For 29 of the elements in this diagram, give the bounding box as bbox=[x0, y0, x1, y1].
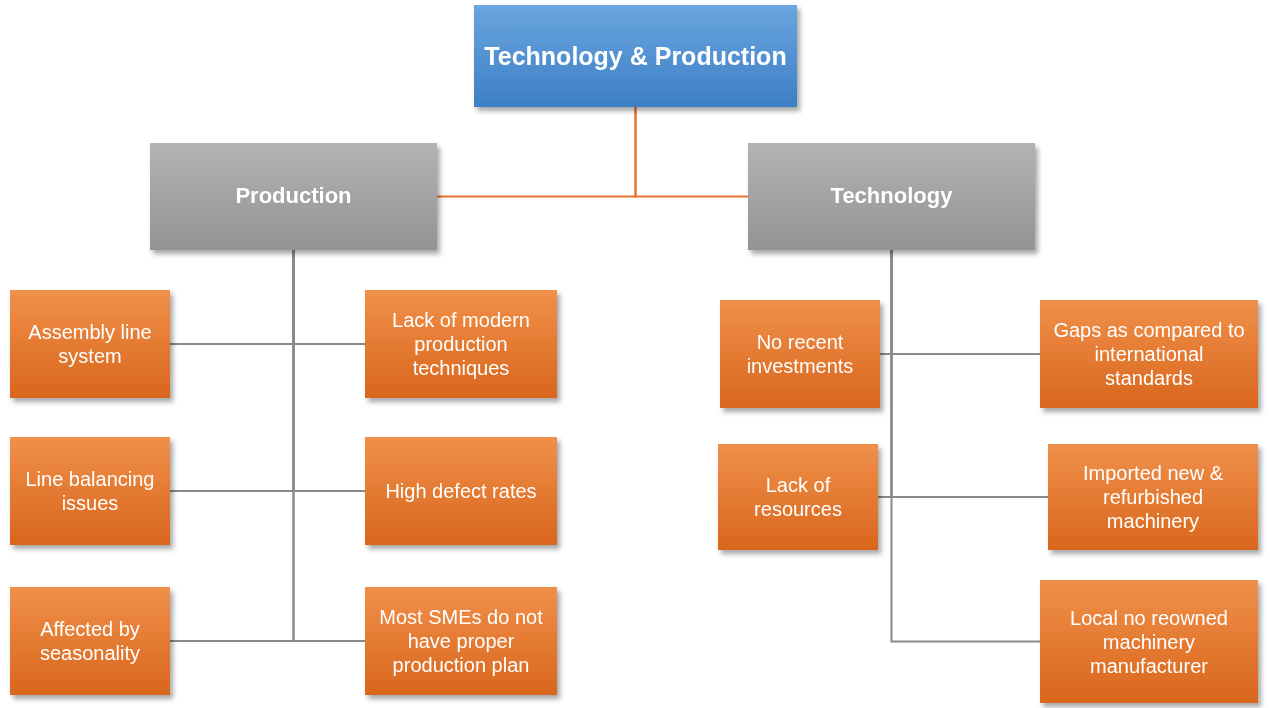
connector-line bbox=[634, 106, 749, 198]
box-label: Most SMEs do not have proper production plan bbox=[378, 605, 544, 677]
box-label: Technology bbox=[830, 183, 953, 210]
item-box bbox=[1048, 444, 1258, 550]
box-label: No recent investments bbox=[745, 330, 855, 378]
box-label: Imported new & refurbished machinery bbox=[1081, 461, 1225, 533]
item-box bbox=[365, 290, 557, 398]
box-label: High defect rates bbox=[385, 479, 537, 503]
item-box bbox=[10, 587, 170, 695]
item-box bbox=[365, 587, 557, 695]
box-label: Lack of resources bbox=[753, 473, 843, 521]
item-box bbox=[1040, 300, 1258, 408]
title-box bbox=[474, 5, 797, 107]
box-label: Affected by seasonality bbox=[38, 617, 142, 665]
item-box bbox=[718, 444, 878, 550]
box-label: Gaps as compared to international standards bbox=[1052, 318, 1246, 390]
category-box bbox=[748, 143, 1035, 250]
category-box bbox=[150, 143, 437, 250]
box-label: Production bbox=[235, 183, 352, 210]
item-box bbox=[365, 437, 557, 545]
box-label: Local no reowned machinery manufacturer bbox=[1069, 605, 1229, 678]
box-label: Assembly line system bbox=[27, 320, 153, 368]
box-label: Technology & Production bbox=[484, 41, 787, 71]
box-label: Line balancing issues bbox=[24, 467, 156, 515]
item-box bbox=[10, 437, 170, 545]
item-box bbox=[720, 300, 880, 408]
box-label: Lack of modern production techniques bbox=[391, 308, 531, 380]
item-box bbox=[10, 290, 170, 398]
item-box bbox=[1040, 580, 1258, 703]
